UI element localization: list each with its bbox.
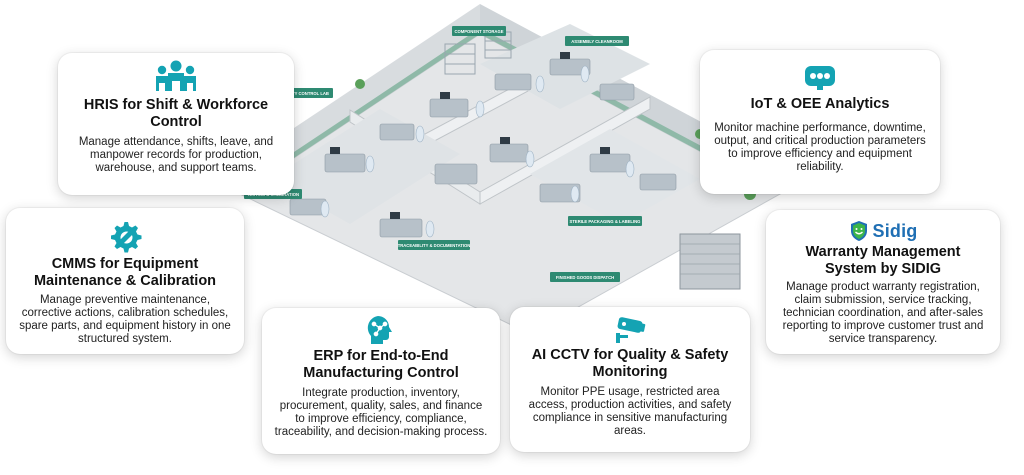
- cmms-description: Manage preventive maintenance, correctiv…: [19, 294, 231, 345]
- zone-packaging: [530, 129, 700, 224]
- hris-description: Manage attendance, shifts, leave, and ma…: [78, 136, 274, 174]
- monitors: [330, 52, 610, 219]
- sidig-logo-text: Sidig: [872, 220, 918, 241]
- sign-finished-goods: FINISHED GOODS DISPATCH: [556, 275, 614, 280]
- gear-wrench-icon: [111, 222, 142, 253]
- machines: [289, 58, 677, 238]
- cctv-description: Monitor PPE usage, restricted area acces…: [528, 386, 732, 437]
- erp-description: Integrate production, inventory, procure…: [274, 387, 488, 438]
- warranty-card: Sidig Warranty Management System by SIDI…: [766, 210, 1000, 354]
- iot-card: IoT & OEE Analytics Monitor machine perf…: [700, 50, 940, 194]
- erp-card: ERP for End-to-End Manufacturing Control…: [262, 308, 500, 454]
- sign-assembly-cleanroom: ASSEMBLY CLEANROOM: [571, 39, 623, 44]
- sidig-logo: Sidig: [778, 220, 988, 242]
- warranty-description: Manage product warranty registration, cl…: [782, 281, 984, 345]
- back-wall-left: [240, 4, 480, 194]
- network-head-icon: [367, 316, 392, 344]
- cctv-title: AI CCTV for Quality & Safety Monitoring: [531, 347, 729, 380]
- iot-device-icon: [805, 66, 835, 90]
- warranty-title: Warranty Management System by SIDIG: [805, 244, 961, 277]
- iot-title: IoT & OEE Analytics: [750, 96, 890, 112]
- sign-traceability: TRACEABILITY & DOCUMENTATION: [398, 243, 471, 248]
- sign-sterile-packaging: STERILE PACKAGING & LABELING: [570, 219, 641, 224]
- iot-description: Monitor machine performance, downtime, o…: [714, 122, 926, 173]
- factory-floor-illustration: QUALITY CONTROL LAB COMPONENT STORAGE AS…: [238, 4, 782, 334]
- hris-card: HRIS for Shift & Workforce Control Manag…: [58, 53, 294, 195]
- cctv-camera-icon: [616, 317, 646, 343]
- cmms-title: CMMS for Equipment Maintenance & Calibra…: [33, 256, 217, 289]
- cmms-card: CMMS for Equipment Maintenance & Calibra…: [6, 208, 244, 354]
- loading-door: [679, 233, 741, 290]
- workforce-icon: [156, 60, 196, 91]
- room-signs: QUALITY CONTROL LAB COMPONENT STORAGE AS…: [244, 26, 642, 282]
- wall-strip-left: [240, 28, 480, 194]
- cctv-card: AI CCTV for Quality & Safety Monitoring …: [510, 307, 750, 452]
- erp-title: ERP for End-to-End Manufacturing Control: [303, 348, 459, 381]
- hris-title: HRIS for Shift & Workforce Control: [83, 97, 269, 130]
- shield-smile-icon: [850, 221, 867, 241]
- door-slats: [680, 243, 740, 275]
- workers: [320, 65, 635, 238]
- sign-quality-lab: QUALITY CONTROL LAB: [279, 91, 329, 96]
- sign-component-storage: COMPONENT STORAGE: [454, 29, 503, 34]
